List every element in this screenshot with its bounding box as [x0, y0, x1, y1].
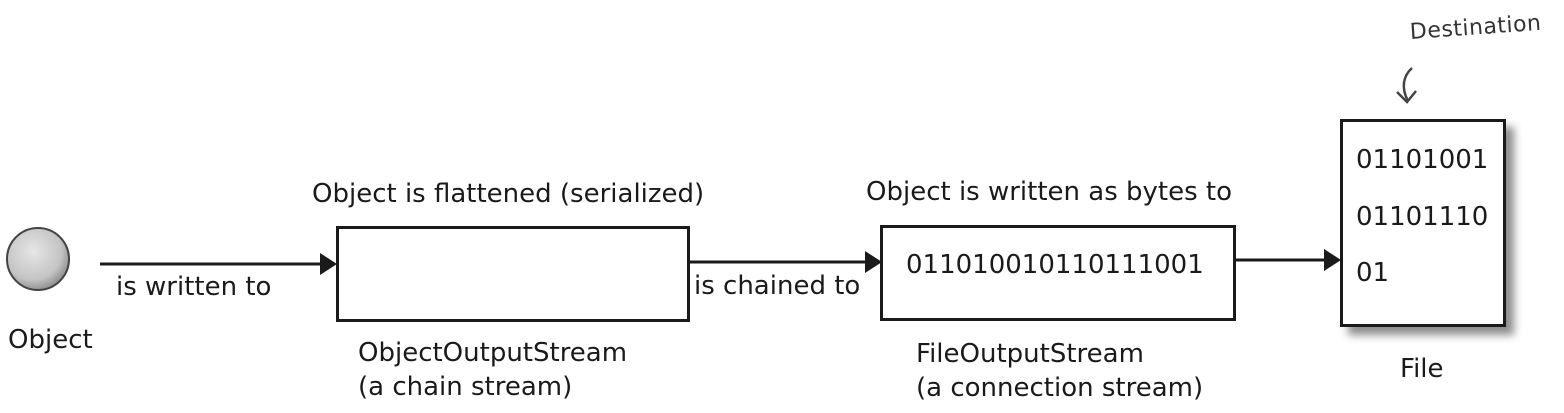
object-label: Object — [8, 325, 93, 355]
oos-kind: (a chain stream) — [358, 372, 573, 402]
file-box — [1340, 119, 1506, 327]
oos-name: ObjectOutputStream — [358, 338, 628, 368]
file-output-stream-box — [880, 225, 1236, 321]
arrowhead-written-to — [320, 253, 337, 275]
file-label: File — [1400, 354, 1444, 384]
edge-label-written-to: is written to — [116, 272, 272, 302]
fos-caption: Object is written as bytes to — [866, 177, 1233, 207]
fos-bytes: 011010010110111001 — [906, 250, 1204, 280]
destination-pointer-icon — [1402, 67, 1413, 102]
arrowhead-to-file — [1324, 249, 1341, 271]
destination-pointer-tip-icon — [1396, 90, 1417, 104]
file-line-1: 01101001 — [1356, 145, 1489, 175]
file-line-2: 01101110 — [1356, 202, 1489, 232]
edge-label-chained-to: is chained to — [694, 271, 861, 301]
file-line-3: 01 — [1356, 258, 1390, 288]
object-ball-icon — [6, 227, 70, 291]
fos-kind: (a connection stream) — [916, 373, 1204, 403]
arrowhead-chained-to — [865, 251, 882, 273]
oos-caption: Object is flattened (serialized) — [312, 179, 705, 209]
object-output-stream-box — [336, 226, 690, 322]
fos-name: FileOutputStream — [916, 339, 1144, 369]
